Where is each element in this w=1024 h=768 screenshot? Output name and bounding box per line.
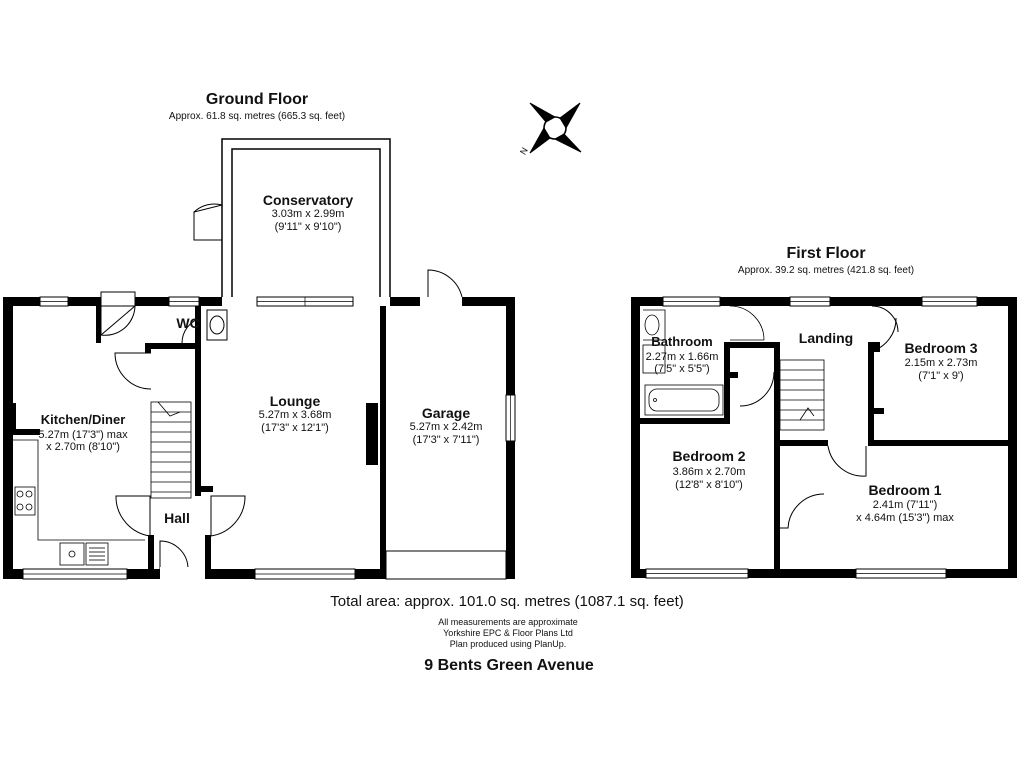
ground-stairs: [150, 401, 192, 499]
bedroom3-name: Bedroom 3: [904, 340, 978, 356]
ground-floor-area: Approx. 61.8 sq. metres (665.3 sq. feet): [168, 111, 346, 122]
kitchen-dim2: x 2.70m (8'10"): [46, 441, 120, 453]
first-inner-walls: [640, 342, 1008, 572]
wc-name: WC: [176, 315, 200, 331]
wc-fixtures: [181, 309, 228, 344]
ground-window-midlines: [23, 297, 511, 575]
conservatory-door: [193, 203, 223, 241]
garage-dim1: 5.27m x 2.42m: [409, 421, 483, 433]
first-window-midlines: [646, 301, 977, 574]
garage-dim2: (17'3" x 7'11"): [412, 434, 480, 446]
property-address: 9 Bents Green Avenue: [424, 657, 594, 674]
bedroom2-dim1: 3.86m x 2.70m: [672, 466, 746, 478]
total-area: Total area: approx. 101.0 sq. metres (10…: [330, 593, 684, 610]
first-floor-plan: [631, 296, 1017, 579]
bedroom1-dim2: x 4.64m (15'3") max: [856, 512, 954, 524]
bathroom-fixtures: [642, 305, 765, 416]
compass-north-icon: [529, 102, 582, 154]
bedroom2-name: Bedroom 2: [672, 448, 746, 464]
conservatory-dim1: 3.03m x 2.99m: [271, 208, 345, 220]
first-floor-area: Approx. 39.2 sq. metres (421.8 sq. feet): [737, 265, 915, 276]
conservatory-walls: [221, 138, 391, 297]
garage-name: Garage: [421, 405, 471, 421]
kitchen-units: [13, 439, 145, 566]
lounge-dim2: (17'3" x 12'1"): [261, 422, 329, 434]
bedroom1-name: Bedroom 1: [868, 482, 942, 498]
measurement-note: All measurements are approximate: [438, 617, 578, 627]
hall-doors: [115, 495, 246, 537]
first-floor-title: First Floor: [786, 245, 866, 262]
bedroom3-dim2: (7'1" x 9'): [918, 370, 964, 382]
ground-inner-walls: [10, 306, 386, 579]
bathroom-name: Bathroom: [651, 334, 713, 349]
bedroom3-dim1: 2.15m x 2.73m: [904, 357, 978, 369]
software-note: Plan produced using PlanUp.: [449, 639, 567, 649]
first-stairs: [779, 359, 825, 431]
hall-name: Hall: [164, 510, 190, 526]
kitchen-name: Kitchen/Diner: [40, 412, 126, 427]
lounge-dim1: 5.27m x 3.68m: [258, 409, 332, 421]
landing-name: Landing: [798, 330, 854, 346]
landing-doors: [739, 305, 899, 529]
kitchen-dim1: 5.27m (17'3") max: [38, 429, 128, 441]
bathroom-dim1: 2.27m x 1.66m: [645, 351, 719, 363]
bathroom-dim2: (7'5" x 5'5"): [654, 363, 710, 375]
company-name: Yorkshire EPC & Floor Plans Ltd: [443, 628, 573, 638]
bedroom1-dim1: 2.41m (7'11"): [872, 499, 938, 511]
garage-rear-door: [427, 269, 463, 298]
conservatory-name: Conservatory: [262, 192, 354, 208]
kitchen-back-door: [100, 291, 136, 337]
lounge-name: Lounge: [269, 393, 321, 409]
ground-floor-title: Ground Floor: [205, 91, 309, 108]
ground-floor-plan: [3, 138, 516, 580]
hall-kitchen-door: [114, 352, 152, 390]
bedroom2-dim2: (12'8" x 8'10"): [675, 479, 743, 491]
front-door: [159, 540, 205, 571]
conservatory-dim2: (9'11" x 9'10"): [274, 221, 342, 233]
